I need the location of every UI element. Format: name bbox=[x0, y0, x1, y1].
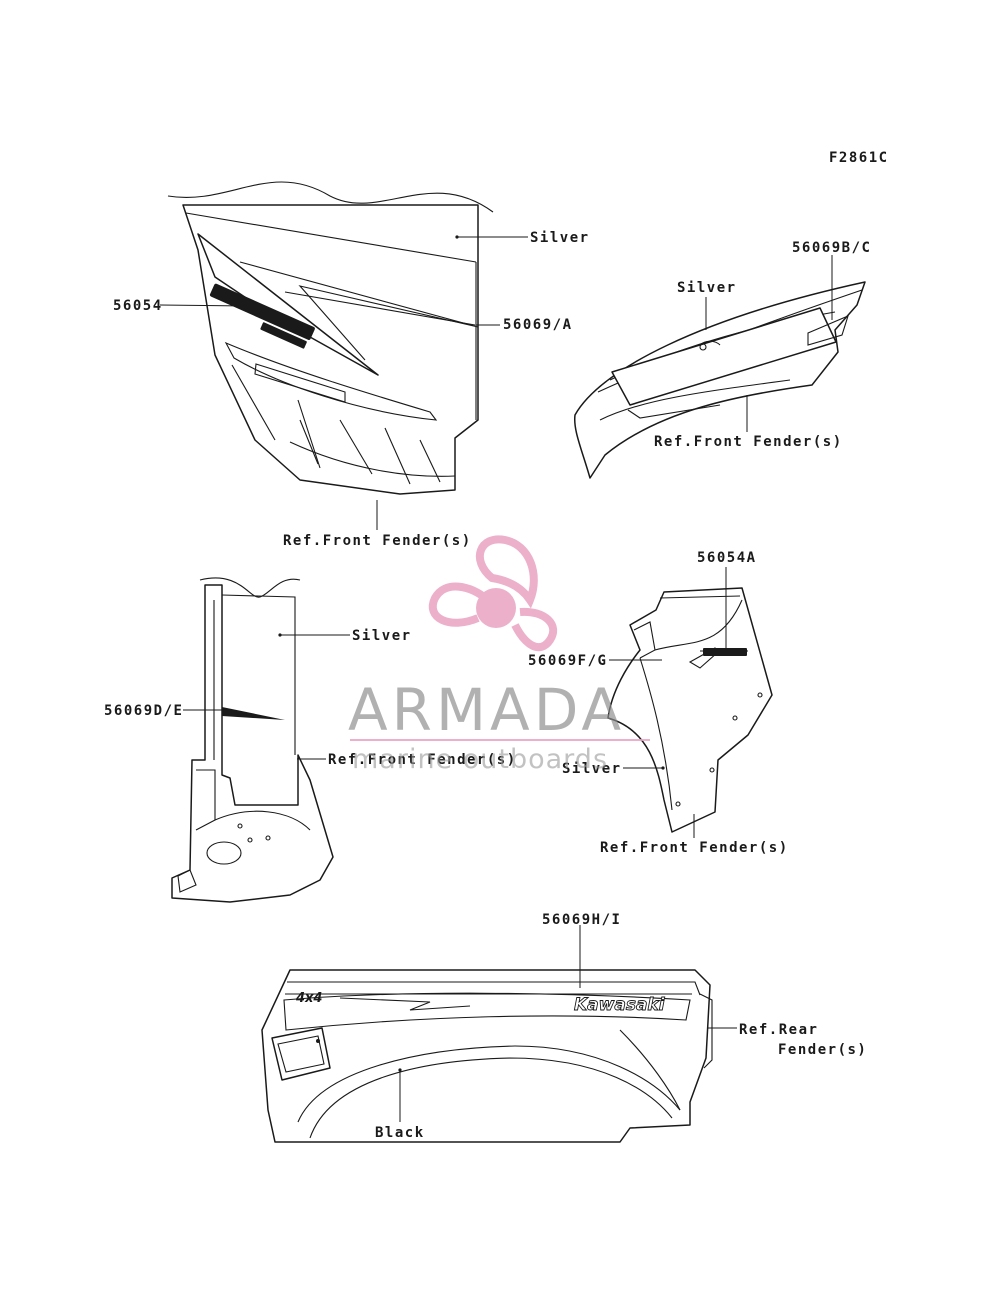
label-56069-de: 56069D/E bbox=[104, 703, 183, 719]
label-silver-upper-right: Silver bbox=[677, 280, 737, 296]
watermark-brand: ARMADA bbox=[348, 676, 625, 744]
label-black: Black bbox=[375, 1125, 425, 1141]
propeller-icon bbox=[428, 535, 558, 652]
decal-4x4-text: 4x4 bbox=[295, 991, 322, 1006]
label-ref-front-fender-middle-left: Ref.Front Fender(s) bbox=[328, 752, 517, 768]
watermark-logo: ARMADA marine outboards bbox=[348, 535, 650, 775]
label-silver-middle-right: Silver bbox=[562, 761, 622, 777]
stripe-decal-56069bc bbox=[611, 307, 837, 406]
label-silver-upper-left: Silver bbox=[530, 230, 590, 246]
rear-fender-bottom bbox=[261, 925, 737, 1143]
label-56054: 56054 bbox=[113, 298, 163, 314]
stripe-decal-56069de bbox=[222, 707, 285, 720]
label-ref-front-fender-middle-right: Ref.Front Fender(s) bbox=[600, 840, 789, 856]
figure-code: F2861C bbox=[829, 150, 889, 166]
logo-decal-56054 bbox=[209, 283, 315, 349]
front-fender-upper-left bbox=[159, 181, 528, 530]
label-ref-rear-line1: Ref.Rear bbox=[739, 1022, 818, 1038]
label-ref-front-fender-upper-right: Ref.Front Fender(s) bbox=[654, 434, 843, 450]
front-fender-middle-right bbox=[607, 567, 773, 838]
watermark-tagline: marine outboards bbox=[352, 744, 608, 775]
label-ref-front-fender-upper-left: Ref.Front Fender(s) bbox=[283, 533, 472, 549]
label-56069-a: 56069/A bbox=[503, 317, 573, 333]
front-fender-middle-left bbox=[171, 577, 350, 903]
label-ref-rear-line2: Fender(s) bbox=[778, 1042, 867, 1058]
label-56069-hi: 56069H/I bbox=[542, 912, 621, 928]
label-silver-middle-left: Silver bbox=[352, 628, 412, 644]
label-56069-bc: 56069B/C bbox=[792, 240, 871, 256]
label-56069-fg: 56069F/G bbox=[528, 653, 607, 669]
decal-kawasaki-text: Kawasaki bbox=[574, 995, 666, 1015]
front-fender-upper-right bbox=[573, 255, 866, 479]
stripe-decal-56069hi bbox=[283, 992, 691, 1031]
label-56054a: 56054A bbox=[697, 550, 757, 566]
stripe-decal-56054a bbox=[703, 648, 747, 656]
